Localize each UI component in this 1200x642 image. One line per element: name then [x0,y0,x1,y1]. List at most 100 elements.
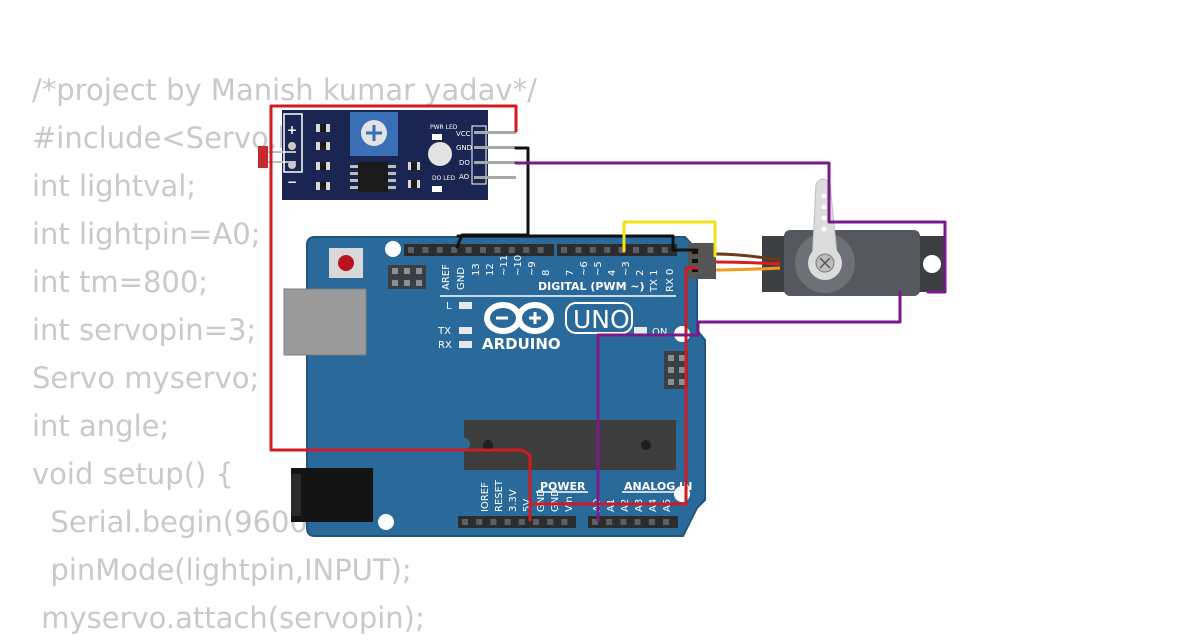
pin-socket[interactable] [504,519,511,525]
do-led-label: DO LED [432,175,455,182]
code-line: myservo.attach(servopin); [32,601,425,635]
pin-label: 2 [635,270,646,276]
gnd-label: GND [456,267,467,290]
code-line: Serial.begin(9600); [32,505,330,539]
sensor-pin-do[interactable] [474,161,516,164]
pin-socket[interactable] [451,247,458,253]
code-line: /*project by Manish kumar yadav*/ [32,73,537,107]
code-line: Servo myservo; [32,361,260,395]
arduino-logo-icon [484,302,554,334]
pin-label: IOREF [480,482,491,512]
pin-label: 5V [522,499,533,512]
led-tx [459,327,472,334]
comparator-chip [358,162,388,192]
code-line: int servopin=3; [32,313,257,347]
pin-label: ~11 [499,255,510,276]
reset-button-cap[interactable] [338,255,354,271]
digital-pin-sockets [408,247,668,253]
pin-socket[interactable] [633,247,639,253]
pin-label: ~9 [527,261,538,276]
power-header [458,516,576,528]
wire-analog-signal [596,290,902,522]
pin-label: TX 1 [649,270,660,294]
pin-socket[interactable] [561,519,568,525]
pin-socket[interactable] [547,519,554,525]
pin-socket[interactable] [618,247,625,253]
pin-socket[interactable] [606,519,613,525]
pin-label: ~10 [513,255,524,276]
wire-sensor-signal [514,161,947,294]
pin-socket[interactable] [537,247,544,253]
pin-socket[interactable] [647,247,654,253]
led-on [634,327,647,334]
pin-socket[interactable] [663,519,669,525]
pin-socket[interactable] [620,519,627,525]
pin-label: 3.3V [508,489,519,512]
pin-socket[interactable] [494,247,501,253]
wire-vcc [269,104,532,522]
power-jack [291,468,373,522]
pin-label: GND [536,489,547,512]
aref-label: AREF [441,264,452,290]
pin-socket[interactable] [592,519,598,525]
pin-socket[interactable] [480,247,486,253]
pin-socket[interactable] [462,519,468,525]
pin-socket[interactable] [634,519,641,525]
pin-label: ~6 [579,261,590,276]
sensor-pin-vcc[interactable] [474,131,516,134]
led-tx-label: TX [437,326,451,337]
light-sensor-module: + − PWR LED DO LED VCC GND DO AO [258,110,516,200]
pin-socket[interactable] [661,247,668,253]
digital-label: DIGITAL (PWM ~) [538,280,645,293]
pin-label: RX 0 [665,269,676,292]
analog-label: ANALOG IN [624,480,692,493]
led-on-label: ON [652,327,667,338]
wire-servo-signal [622,220,717,258]
led-l [459,302,472,309]
power-label: POWER [540,480,586,493]
icsp2-header [664,351,688,389]
led-rx [459,341,472,348]
pin-socket[interactable] [518,519,525,525]
code-line: int lightval; [32,169,197,203]
model-label: UNO [573,305,630,334]
gnd-pin-label: GND [456,144,472,152]
photoresistor [258,146,268,168]
pwr-led-label: PWR LED [430,124,458,131]
wires [269,104,947,522]
do-pin-label: DO [459,159,470,167]
brand-label: ARDUINO [482,335,561,353]
pin-socket[interactable] [575,247,582,253]
pin-socket[interactable] [604,247,611,253]
pin-socket[interactable] [589,247,596,253]
pin-label: 7 [565,270,576,276]
servo-motor [688,178,946,296]
pin-socket[interactable] [422,247,429,253]
sensor-pin-gnd[interactable] [474,146,516,149]
uno-badge [565,302,633,334]
pin-socket[interactable] [408,247,414,253]
code-line: void setup() { [32,457,234,491]
pin-socket[interactable] [436,247,443,253]
pin-socket[interactable] [561,247,567,253]
sensor-pin-ao[interactable] [474,176,516,179]
pin-socket[interactable] [476,519,483,525]
led-l-label: L [446,301,452,312]
pin-socket[interactable] [508,247,515,253]
bottom-pin-sockets [462,519,669,525]
pin-socket[interactable] [490,519,497,525]
pin-socket[interactable] [533,519,539,525]
mounting-hole [378,514,394,530]
pin-socket[interactable] [465,247,472,253]
icsp-header [388,265,426,289]
pin-label: 4 [607,270,618,276]
code-line: pinMode(lightpin,INPUT); [32,553,412,587]
pin-label: 13 [471,263,482,276]
pin-socket[interactable] [648,519,655,525]
pin-socket[interactable] [523,247,530,253]
pwr-led [432,134,442,140]
indicator-led [428,142,452,166]
wire-servo-vcc [531,266,699,506]
pin-label: 12 [485,263,496,276]
pin-label: 8 [541,270,552,276]
